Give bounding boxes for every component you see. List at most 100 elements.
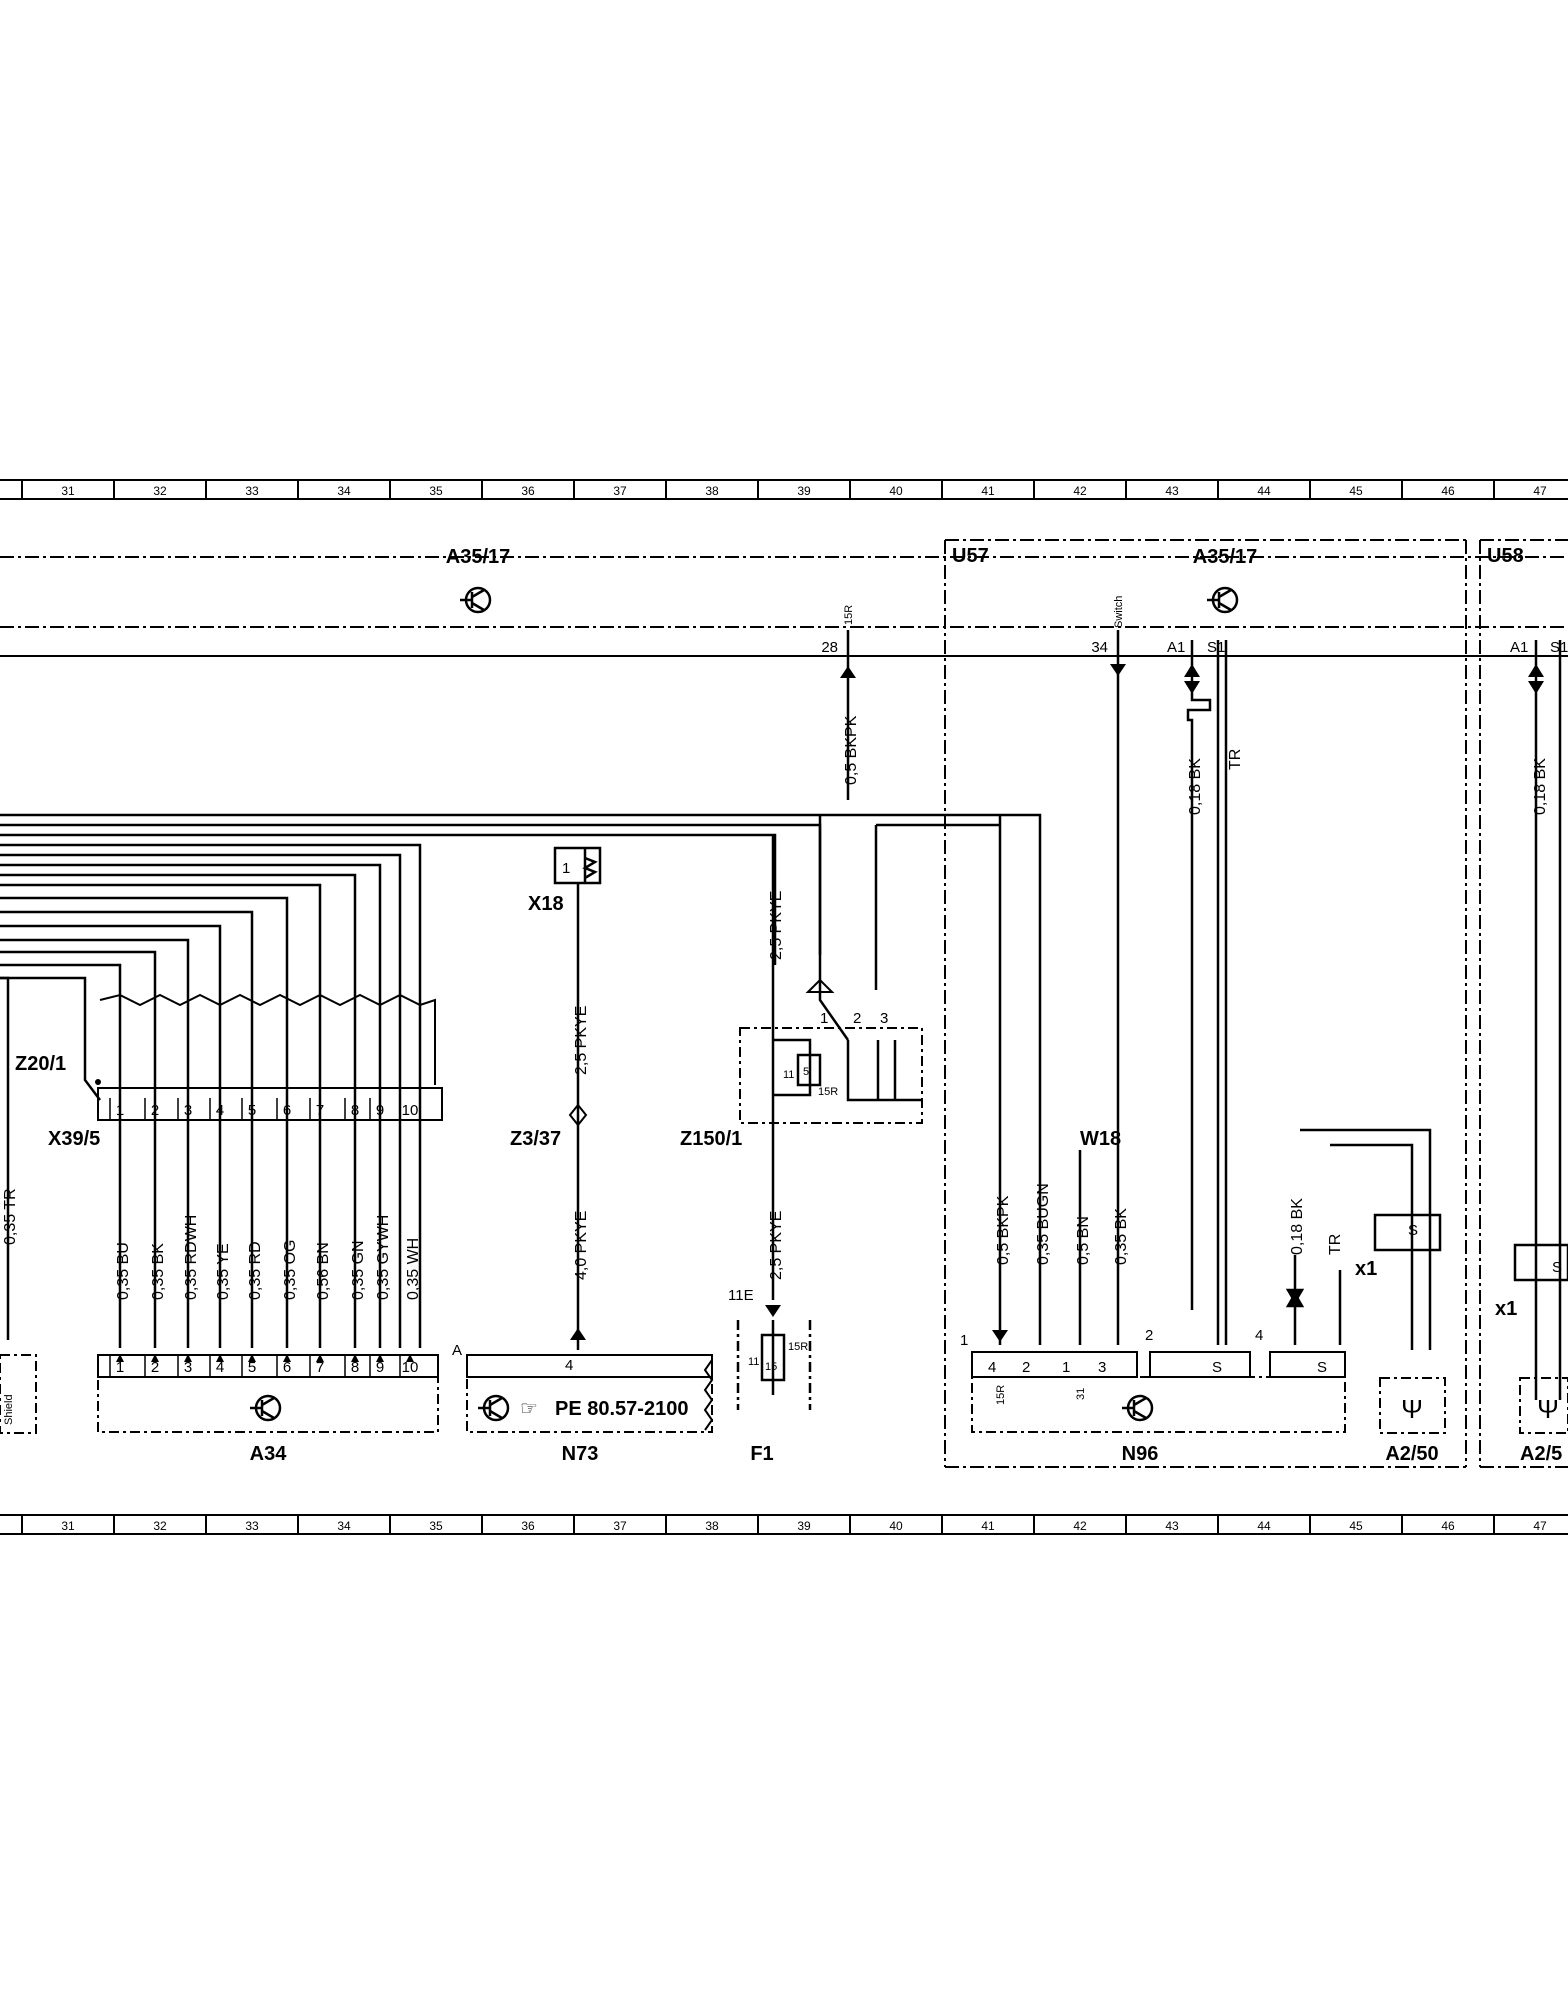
wire-label-pkye-n73: 4,0 PKYE	[573, 1211, 590, 1280]
n96-group-pin-2: 2	[1145, 1327, 1153, 1344]
relay-pin-2: 2	[853, 1010, 861, 1027]
shield-wave	[99, 993, 436, 1085]
a34-connector	[97, 1354, 439, 1433]
n96-pin-4: 4	[988, 1359, 996, 1376]
f1-pin-11: 11	[748, 1356, 759, 1368]
pin-28-label: 28	[821, 639, 838, 656]
a2-5-box	[1519, 1377, 1568, 1434]
a34-wire-label-6: 0,35 OG	[282, 1240, 299, 1300]
a34-pin-6: 6	[283, 1359, 291, 1376]
grid-column-45: 45	[1349, 1519, 1363, 1533]
relay-pin-5: 5	[803, 1066, 809, 1078]
a34-wire-label-3: 0,35 RDWH	[183, 1215, 200, 1300]
a34-wire-label-4: 0,35 YE	[215, 1243, 232, 1300]
n96-connector	[971, 1351, 1346, 1433]
grid-column-43: 43	[1165, 1519, 1179, 1533]
a2-50-box	[1379, 1377, 1446, 1434]
x39-5-pin-6: 6	[283, 1102, 291, 1119]
n73-reference: PE 80.57-2100	[555, 1398, 688, 1420]
a34-wire-label-10: 0,35 WH	[405, 1238, 422, 1300]
a34-wire-label-8: 0,35 GN	[350, 1240, 367, 1300]
grid-column-42: 42	[1073, 484, 1087, 498]
w18-label: W18	[1080, 1128, 1121, 1150]
n96-group-pin-4: 4	[1255, 1327, 1263, 1344]
a34-wire-label-5: 0,35 RD	[247, 1241, 264, 1300]
a34-pin-3: 3	[184, 1359, 192, 1376]
connector-arrow-icon	[151, 1354, 159, 1362]
connector-arrow-icon	[840, 666, 856, 678]
x1-right-label: x1	[1495, 1298, 1517, 1320]
x39-5-pin-7: 7	[316, 1102, 324, 1119]
grid-column-43: 43	[1165, 484, 1179, 498]
a2-50-label: A2/50	[1385, 1443, 1438, 1465]
x39-5-pin-3: 3	[184, 1102, 192, 1119]
wire-label-bn-n96: 0,5 BN	[1075, 1216, 1092, 1265]
n96-pin-3: 3	[1098, 1359, 1106, 1376]
a35-17-label-right: A35/17	[1193, 546, 1258, 568]
a34-label: A34	[250, 1443, 288, 1465]
connector-arrow-icon	[248, 1354, 256, 1362]
wire-label-left-tr: 0,35 TR	[2, 1188, 19, 1245]
x39-5-pin-2: 2	[151, 1102, 159, 1119]
x39-5-connector	[97, 1087, 443, 1121]
grid-column-42: 42	[1073, 1519, 1087, 1533]
grid-column-41: 41	[981, 484, 995, 498]
f1-pin-15: 15	[765, 1361, 777, 1373]
a2-5-label: A2/5	[1520, 1443, 1562, 1465]
antenna-icon: Ψ	[1537, 1394, 1559, 1424]
connector-arrow-icon	[1110, 664, 1126, 676]
n96-s-label-b: S	[1317, 1359, 1327, 1376]
grid-column-38: 38	[705, 1519, 719, 1533]
wire-label-tr-a250: TR	[1327, 1234, 1344, 1255]
grid-column-47: 47	[1533, 484, 1547, 498]
f1-15r-label: 15R	[788, 1341, 808, 1353]
grid-column-44: 44	[1257, 484, 1271, 498]
connector-arrow-icon	[116, 1354, 124, 1362]
n96-31-label: 31	[1075, 1388, 1087, 1400]
n73-pin-label: 4	[565, 1357, 573, 1374]
a34-pin-10: 10	[402, 1359, 419, 1376]
control-unit-icon	[1122, 1394, 1154, 1422]
terminal-switch-label: Switch	[1113, 596, 1125, 628]
wire-label-bk-a35: 0,18 BK	[1187, 758, 1204, 815]
connector-arrow-icon	[805, 978, 835, 993]
connector-arrow-icon	[351, 1354, 359, 1362]
a34-pin-1: 1	[116, 1359, 124, 1376]
a35-17-label-left: A35/17	[446, 546, 511, 568]
z3-37-label: Z3/37	[510, 1128, 561, 1150]
s-label-u58: S	[1552, 1259, 1562, 1276]
terminal-a1-u58-label: A1	[1510, 639, 1528, 656]
grid-column-33: 33	[245, 1519, 259, 1533]
terminal-a1-label: A1	[1167, 639, 1185, 656]
a34-wire-label-2: 0,35 BK	[150, 1243, 167, 1300]
x39-5-pin-5: 5	[248, 1102, 256, 1119]
x1-left-label: x1	[1355, 1258, 1377, 1280]
wire-label-bk-n96: 0,35 BK	[1113, 1208, 1130, 1265]
n96-group-pin-1: 1	[960, 1332, 968, 1349]
z20-1-label: Z20/1	[15, 1053, 66, 1075]
connector-arrow-icon	[216, 1354, 224, 1362]
grid-column-33: 33	[245, 484, 259, 498]
terminal-15r-label: 15R	[843, 605, 855, 625]
f1-fuse-box	[736, 1320, 812, 1410]
n96-pin-2: 2	[1022, 1359, 1030, 1376]
wire-label-bkpk-n96: 0,5 BKPK	[995, 1195, 1012, 1265]
junction-diamond-icon	[568, 1103, 588, 1127]
x39-5-pin-10: 10	[402, 1102, 419, 1119]
n73-connector	[466, 1354, 714, 1433]
wire-label-tr-a35: TR	[1227, 749, 1244, 770]
grid-column-40: 40	[889, 1519, 903, 1533]
wire-label-pkye-f1: 2,5 PKYE	[768, 1211, 785, 1280]
grid-column-36: 36	[521, 484, 535, 498]
grid-column-40: 40	[889, 484, 903, 498]
x39-5-pin-9: 9	[376, 1102, 384, 1119]
terminal-a-label: A	[452, 1342, 462, 1359]
u58-label: U58	[1487, 545, 1524, 567]
a34-pin-2: 2	[151, 1359, 159, 1376]
grid-column-41: 41	[981, 1519, 995, 1533]
grid-column-39: 39	[797, 484, 811, 498]
grid-column-31: 31	[61, 484, 75, 498]
